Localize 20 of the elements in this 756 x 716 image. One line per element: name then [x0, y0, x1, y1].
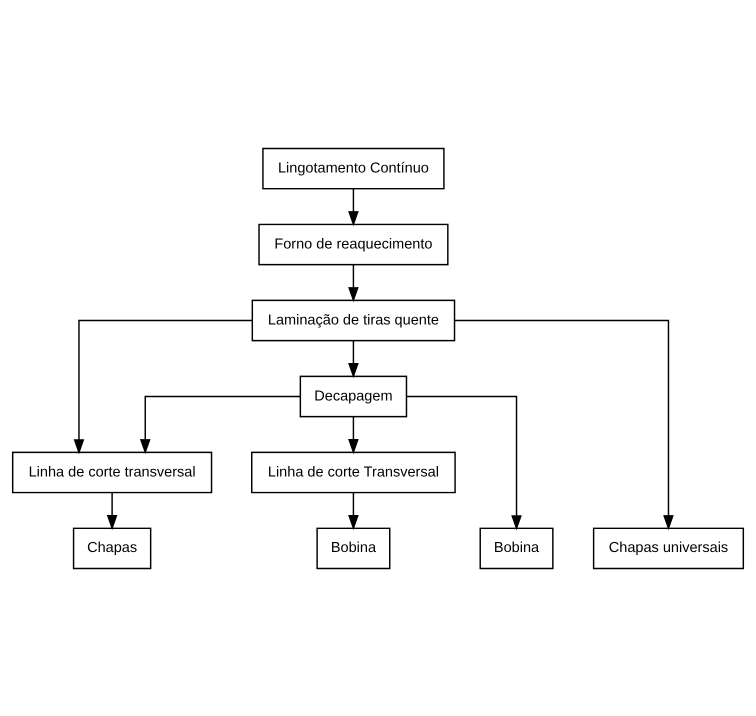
arrow	[454, 319, 674, 530]
arrow	[348, 492, 359, 530]
node-box: Laminação de tiras quente	[252, 299, 456, 341]
node-box: Bobina	[316, 527, 390, 569]
arrow	[140, 395, 300, 454]
arrow	[74, 319, 252, 454]
node-box: Bobina	[480, 527, 554, 569]
node-box: Lingotamento Contínuo	[262, 147, 445, 189]
arrow	[406, 395, 522, 530]
node-box: Forno de reaquecimento	[258, 223, 449, 265]
arrow	[348, 264, 359, 302]
arrow	[348, 416, 359, 454]
node-box: Linha de corte Transversal	[251, 451, 456, 493]
arrow	[348, 188, 359, 226]
arrow	[106, 492, 118, 530]
node-box: Decapagem	[300, 375, 408, 417]
node-box: Chapas	[72, 527, 152, 569]
arrow	[348, 340, 359, 378]
node-box: Chapas universais	[592, 527, 744, 569]
node-box: Linha de corte transversal	[12, 451, 212, 493]
